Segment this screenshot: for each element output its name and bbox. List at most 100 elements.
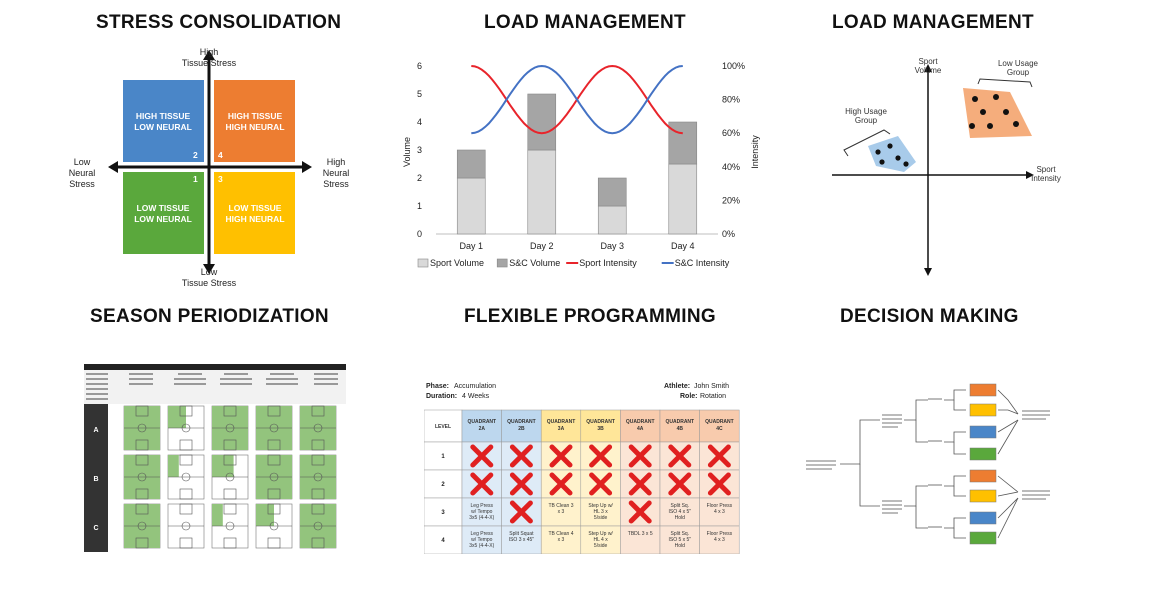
table-cell: [461, 525, 502, 554]
blocked-mark: [549, 472, 573, 496]
y-axis-label: Volume: [402, 137, 412, 167]
legend-swatch: [417, 258, 429, 268]
table-cell: [620, 525, 661, 554]
sport-intensity-label-line2: Intensity: [1031, 174, 1061, 183]
legend-label: S&C Volume: [509, 258, 560, 268]
left-label-line1: Low: [74, 157, 91, 167]
quadrant-4-line1: HIGH TISSUE: [228, 111, 283, 121]
y-tick-label: 0: [417, 229, 422, 239]
bar-s-c-volume: [597, 177, 627, 207]
blocked-mark: [628, 472, 652, 496]
low-usage-label-line1: Low Usage: [998, 59, 1039, 68]
sport-volume-label-line2: Volume: [915, 66, 942, 75]
table-cell: [501, 525, 542, 554]
high-usage-label-line2: Group: [855, 116, 878, 125]
right-label-line2: Neural: [323, 168, 350, 178]
blocked-mark: [707, 444, 731, 468]
blocked-mark: [628, 444, 652, 468]
column-header-line1: QUADRANT: [467, 419, 496, 425]
cell-text: 4 x 3: [714, 509, 725, 515]
column-header: [501, 409, 542, 443]
cell-text: TB Clean 3: [548, 503, 573, 509]
quadrant-4-number: 4: [218, 150, 223, 160]
legend-label: S&C Intensity: [675, 258, 730, 268]
quadrant-high-tissue-high-neural: [214, 80, 295, 162]
title-load-management-groups: LOAD MANAGEMENT: [832, 12, 1034, 33]
cell-text: w/ Tempo: [471, 537, 493, 543]
cell-text: Step Up w/: [588, 503, 613, 509]
blocked-mark: [549, 444, 573, 468]
top-label-line1: High: [200, 47, 219, 57]
table-cell: [540, 525, 582, 554]
bar-s-c-volume: [527, 93, 557, 151]
quadrant-4-line2: HIGH NEURAL: [225, 122, 284, 132]
bottom-label-line2: Tissue Stress: [182, 278, 237, 288]
right-label-line3: Stress: [323, 179, 349, 189]
blocked-mark: [707, 472, 731, 496]
quadrant-high-tissue-low-neural: [123, 80, 204, 162]
cell-text: HL 4 x: [593, 537, 608, 543]
high-usage-label-line1: High Usage: [845, 107, 887, 116]
blocked-mark: [628, 500, 652, 524]
title-decision-making: DECISION MAKING: [840, 306, 1019, 327]
y2-tick-label: 80%: [722, 95, 740, 105]
blocked-mark: [470, 472, 494, 496]
blocked-mark: [509, 500, 533, 524]
table-cell: [461, 497, 502, 527]
bar-s-c-volume: [668, 121, 698, 165]
cell-text: 3x5 (4-4-X): [469, 515, 494, 521]
y-tick-label: 2: [417, 173, 422, 183]
athlete-label: Athlete:: [664, 383, 690, 390]
right-label-line1: High: [327, 157, 346, 167]
bottom-label-line1: Low: [201, 267, 218, 277]
bar-s-c-volume: [456, 149, 486, 179]
column-header-line1: QUADRANT: [665, 419, 694, 425]
season-row-a: A: [93, 427, 98, 434]
y-tick-label: 1: [417, 201, 422, 211]
level-label: 2: [441, 482, 445, 488]
blocked-mark: [470, 444, 494, 468]
cell-text: Step Up w/: [588, 531, 613, 537]
quadrant-low-tissue-low-neural: [123, 172, 204, 254]
cell-text: w/ Tempo: [471, 509, 493, 515]
quadrant-2-line2: LOW NEURAL: [134, 122, 192, 132]
y-tick-label: 5: [417, 89, 422, 99]
table-cell: [699, 497, 740, 527]
season-periodization-grid: A B C: [84, 364, 346, 552]
table-cell: [580, 525, 621, 554]
y2-tick-label: 60%: [722, 128, 740, 138]
season-row-c: C: [93, 525, 98, 532]
court-fill: [212, 504, 223, 526]
role-value: Rotation: [700, 393, 726, 400]
quadrant-3-line2: HIGH NEURAL: [225, 214, 284, 224]
column-header-line2: 2B: [518, 426, 525, 432]
quadrant-3-number: 3: [218, 174, 223, 184]
high-usage-group-region: [868, 136, 916, 172]
bar-sport-volume: [668, 163, 698, 235]
athlete-value: John Smith: [694, 383, 729, 390]
y-tick-label: 4: [417, 117, 422, 127]
cell-text: ISO 4 x 5": [668, 509, 691, 515]
column-header: [659, 409, 700, 443]
table-cell: [659, 441, 700, 471]
level-label: 4: [441, 538, 445, 544]
column-header-line2: 4C: [716, 426, 723, 432]
level-header: LEVEL: [435, 424, 451, 430]
y2-tick-label: 0%: [722, 229, 735, 239]
phase-value: Accumulation: [454, 383, 496, 390]
bar-sport-volume: [527, 149, 557, 235]
court-fill: [256, 504, 274, 526]
column-header-line2: 3A: [558, 426, 565, 432]
cell-text: Hold: [675, 515, 686, 521]
column-header-line2: 3B: [597, 426, 604, 432]
title-stress-consolidation: STRESS CONSOLIDATION: [96, 12, 342, 33]
column-header-line1: QUADRANT: [507, 419, 536, 425]
x-tick-label: Day 3: [600, 241, 624, 251]
cell-text: Split Sq.: [670, 503, 689, 509]
y2-tick-label: 100%: [722, 61, 745, 71]
stress-consolidation-diagram: HIGH TISSUE LOW NEURAL 2 HIGH TISSUE HIG…: [69, 47, 350, 288]
level-label: 1: [441, 454, 445, 460]
legend-swatch: [496, 258, 508, 268]
cell-text: Leg Press: [471, 531, 494, 537]
quadrant-1-number: 1: [193, 174, 198, 184]
